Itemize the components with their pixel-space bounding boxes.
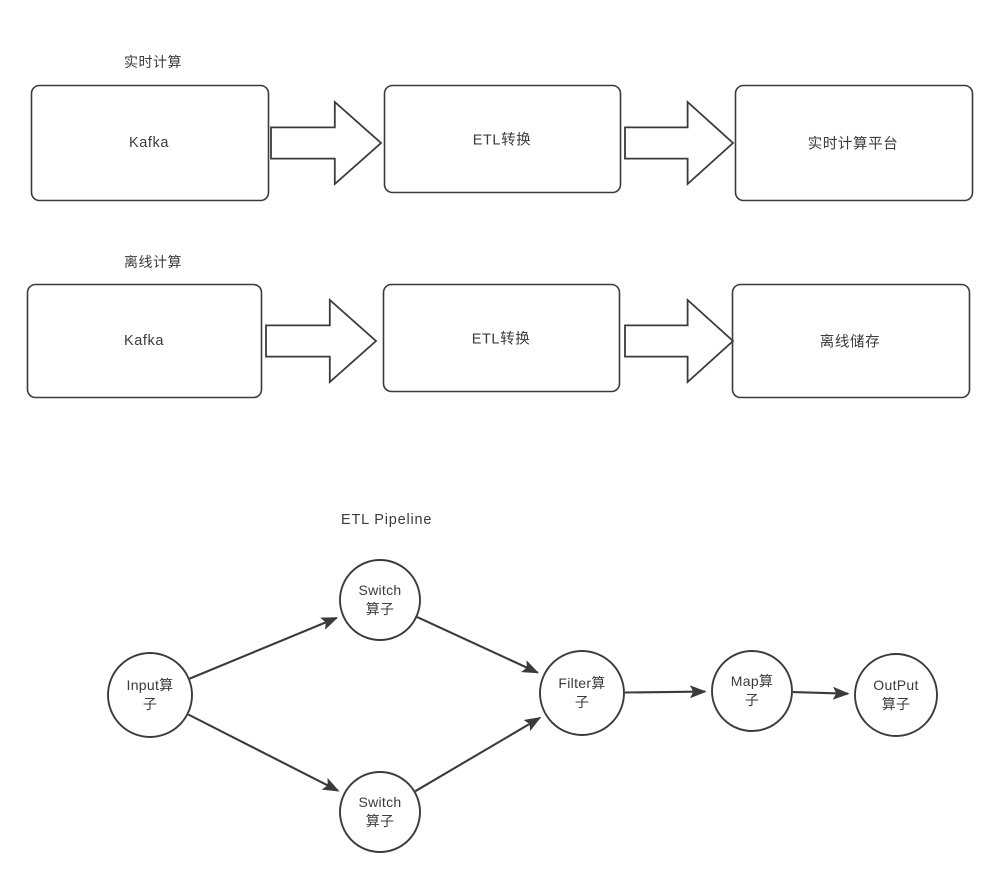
node-label-input-line2: 子 — [142, 696, 158, 712]
node-label-output: OutPut 算子 — [853, 676, 939, 714]
section-label-realtime: 实时计算 — [124, 54, 182, 70]
pipeline-edge-edge-map-output — [792, 686, 850, 700]
node-label-filter-line1: Filter算 — [558, 675, 606, 692]
node-label-output-line2: 算子 — [881, 696, 911, 712]
pipeline-title: ETL Pipeline — [341, 512, 433, 528]
node-label-map-line1: Map算 — [730, 673, 774, 690]
box-label-of-kafka: Kafka — [123, 333, 165, 349]
process-box-of-kafka — [26, 283, 263, 399]
node-label-input-line1: Input算 — [126, 677, 174, 694]
node-label-switch-top-line1: Switch — [358, 582, 402, 599]
node-label-switch-top-line2: 算子 — [365, 601, 395, 617]
box-label-of-etl: ETL转换 — [471, 331, 531, 348]
pipeline-edge-edge-switch-bot-filter — [414, 716, 542, 793]
box-label-of-storage: 离线储存 — [819, 334, 881, 351]
node-label-switch-bottom: Switch 算子 — [337, 793, 423, 831]
node-label-switch-bottom-line1: Switch — [358, 794, 402, 811]
box-label-rt-kafka: Kafka — [128, 135, 170, 151]
node-label-filter: Filter算 子 — [539, 674, 625, 712]
process-box-rt-etl — [383, 84, 622, 194]
box-label-rt-etl: ETL转换 — [472, 132, 532, 149]
node-label-map: Map算 子 — [709, 672, 795, 710]
block-arrow-rt-arrow-1 — [270, 99, 383, 187]
section-label-offline: 离线计算 — [124, 254, 182, 270]
process-box-of-etl — [382, 283, 621, 393]
pipeline-node-input — [107, 652, 193, 738]
pipeline-edge-edge-input-switch-bot — [187, 713, 340, 792]
process-box-rt-kafka — [30, 84, 270, 202]
node-label-switch-top: Switch 算子 — [337, 581, 423, 619]
block-arrow-rt-arrow-2 — [624, 99, 735, 187]
box-label-rt-platform: 实时计算平台 — [807, 136, 899, 153]
pipeline-edge-edge-input-switch-top — [189, 616, 339, 680]
pipeline-node-filter — [539, 650, 625, 736]
block-arrow-of-arrow-2 — [624, 297, 735, 385]
node-label-filter-line2: 子 — [574, 694, 590, 710]
pipeline-edge-edge-switch-top-filter — [416, 616, 540, 674]
pipeline-edge-edge-filter-map — [624, 685, 707, 699]
block-arrow-of-arrow-1 — [265, 297, 378, 385]
pipeline-node-switch-top — [339, 559, 421, 641]
node-label-output-line1: OutPut — [873, 677, 919, 694]
node-label-switch-bottom-line2: 算子 — [365, 813, 395, 829]
pipeline-node-switch-bot — [339, 771, 421, 853]
pipeline-node-map — [711, 650, 793, 732]
node-label-map-line2: 子 — [744, 692, 760, 708]
pipeline-node-output — [854, 653, 938, 737]
process-box-rt-platform — [734, 84, 974, 202]
node-label-input: Input算 子 — [107, 676, 193, 714]
